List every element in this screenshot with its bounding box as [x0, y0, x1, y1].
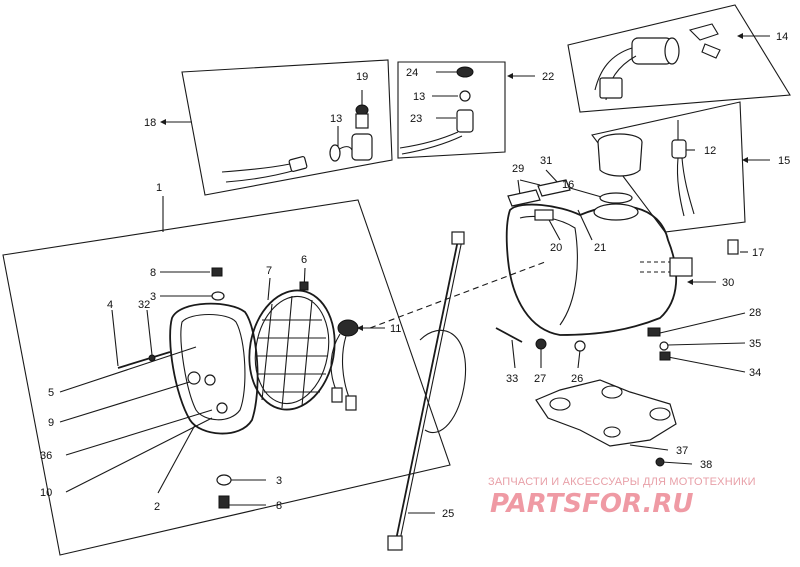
part-label: 31 [540, 155, 552, 167]
part-label: 20 [550, 242, 562, 254]
part-label: 35 [749, 338, 761, 350]
part-label: 29 [512, 163, 524, 175]
part-label: 36 [40, 450, 52, 462]
ignition-switch-14 [594, 23, 721, 101]
part-label: 15 [778, 155, 790, 167]
part-label: 10 [40, 487, 52, 499]
inset-frame-22 [397, 61, 506, 159]
part-label: 2 [154, 501, 160, 513]
part-label: 34 [749, 367, 761, 379]
part-label: 26 [571, 373, 583, 385]
socket-22 [399, 66, 474, 155]
watermark-logo: PARTSFOR.RU [490, 489, 693, 519]
part-label: 9 [48, 417, 54, 429]
watermark: ЗАПЧАСТИ И АКСЕССУАРЫ ДЛЯ МОТОТЕХНИКИ PA… [488, 476, 756, 519]
part-label: 25 [442, 508, 454, 520]
inset-frame-18 [181, 59, 393, 196]
part-label: 16 [562, 179, 574, 191]
part-label: 22 [542, 71, 554, 83]
headlight-shell [169, 302, 259, 435]
part-labels: 1 2 3 3 4 5 6 7 8 8 9 10 11 12 13 13 14 … [40, 31, 790, 520]
part-label: 8 [276, 500, 282, 512]
part-label: 24 [406, 67, 418, 79]
part-label: 19 [356, 71, 368, 83]
wire-harness-18 [221, 90, 373, 183]
wiring-11 [330, 319, 359, 411]
inset-frame-15 [591, 101, 746, 233]
part-label: 11 [390, 323, 401, 335]
part-label: 7 [266, 265, 272, 277]
tank-cowl-20 [369, 192, 693, 336]
mounting-hardware [495, 239, 739, 361]
part-label: 5 [48, 387, 54, 399]
part-label: 21 [594, 242, 606, 254]
part-label: 18 [144, 117, 156, 129]
part-label: 23 [410, 113, 422, 125]
part-label: 38 [700, 459, 712, 471]
leader-lines [59, 35, 770, 514]
part-label: 14 [776, 31, 788, 43]
part-label: 17 [752, 247, 764, 259]
part-label: 8 [150, 267, 156, 279]
part-label: 3 [276, 475, 282, 487]
part-label: 6 [301, 254, 307, 266]
inset-frame-1 [2, 199, 451, 556]
part-label: 13 [330, 113, 342, 125]
speedometer-cable-25 [387, 231, 467, 551]
stickers-29-31 [507, 179, 571, 207]
part-label: 4 [107, 299, 113, 311]
part-label: 33 [506, 373, 518, 385]
speedometer-15 [597, 120, 695, 217]
part-label: 1 [156, 182, 162, 194]
part-label: 13 [413, 91, 425, 103]
part-label: 32 [138, 299, 150, 311]
part-label: 3 [150, 291, 156, 303]
headlight-lens-7 [248, 289, 336, 411]
part-label: 28 [749, 307, 761, 319]
part-label: 12 [704, 145, 716, 157]
watermark-tagline: ЗАПЧАСТИ И АКСЕССУАРЫ ДЛЯ МОТОТЕХНИКИ [488, 476, 756, 488]
arrowheads [160, 33, 748, 331]
fork-bracket [535, 379, 677, 467]
hardware-small [117, 267, 309, 509]
inset-frame-14 [567, 4, 791, 113]
part-label: 37 [676, 445, 688, 457]
part-label: 30 [722, 277, 734, 289]
part-label: 27 [534, 373, 546, 385]
